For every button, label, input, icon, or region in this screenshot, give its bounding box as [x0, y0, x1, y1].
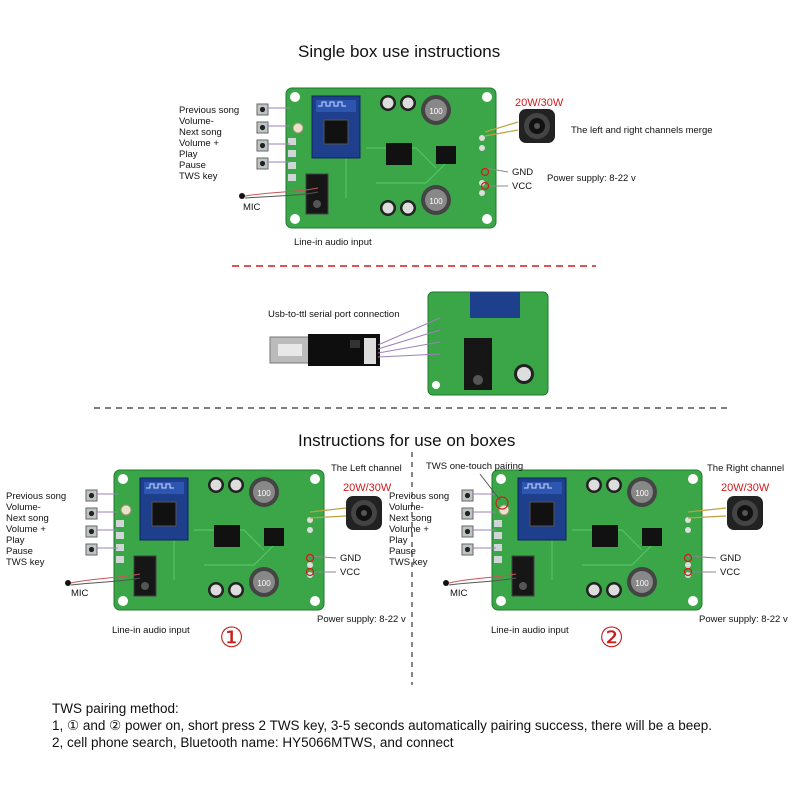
single-line-in-label: Line-in audio input	[294, 237, 372, 248]
key-label-play: Play	[6, 535, 25, 546]
key-label-pause: Pause	[389, 546, 416, 557]
right-pairing-label: TWS one-touch pairing	[426, 461, 524, 472]
right-speaker-graphic	[727, 496, 763, 530]
right-channel-label: The Right channel	[707, 463, 785, 474]
pairing-instructions: TWS pairing method: 1, ① and ② power on,…	[52, 700, 712, 751]
key-label-previous-song: Previous song	[179, 105, 240, 116]
right-line-in-label: Line-in audio input	[491, 625, 569, 636]
single-vcc-label: VCC	[512, 181, 533, 192]
left-channel-label: The Left channel	[331, 463, 402, 474]
key-label-volume-up: Volume +	[6, 524, 46, 535]
key-label-volume-down: Volume-	[389, 502, 424, 513]
left-speaker-graphic	[346, 496, 382, 530]
single-gnd-label: GND	[512, 167, 534, 178]
single-speaker-graphic	[519, 109, 555, 143]
right-vcc-label: VCC	[720, 567, 741, 578]
pairing-step-1: 1, ① and ② power on, short press 2 TWS k…	[52, 718, 713, 733]
single-board-graphic	[285, 87, 497, 229]
pairing-heading: TWS pairing method:	[52, 701, 179, 716]
left-keys-graphic	[85, 489, 98, 556]
left-board-graphic	[113, 469, 325, 611]
key-label-tws: TWS key	[6, 557, 45, 568]
key-label-play: Play	[389, 535, 408, 546]
right-board-graphic	[491, 469, 703, 611]
pairing-step-2: 2, cell phone search, Bluetooth name: HY…	[52, 735, 454, 750]
key-label-volume-down: Volume-	[179, 116, 214, 127]
key-label-previous-song: Previous song	[6, 491, 67, 502]
single-wattage-label: 20W/30W	[515, 97, 564, 109]
right-keys-graphic	[461, 489, 474, 556]
right-box-number: ②	[599, 622, 625, 653]
key-label-tws: TWS key	[179, 171, 218, 182]
left-line-in-label: Line-in audio input	[112, 625, 190, 636]
single-mic-label: MIC	[243, 202, 261, 213]
right-mic-label: MIC	[450, 588, 468, 599]
left-vcc-label: VCC	[340, 567, 361, 578]
single-power-label: Power supply: 8-22 v	[547, 173, 636, 184]
usb-ttl-adapter-graphic	[269, 334, 380, 366]
boxes-title: Instructions for use on boxes	[298, 431, 516, 450]
single-keys-graphic	[256, 103, 269, 170]
key-label-volume-up: Volume +	[179, 138, 219, 149]
key-label-previous-song: Previous song	[389, 491, 450, 502]
serial-board-closeup-graphic	[427, 291, 549, 396]
key-label-tws: TWS key	[389, 557, 428, 568]
key-label-volume-up: Volume +	[389, 524, 429, 535]
key-label-next-song: Next song	[179, 127, 222, 138]
single-key-list: Previous song Volume- Next song Volume +…	[179, 105, 239, 182]
key-label-next-song: Next song	[6, 513, 49, 524]
right-key-list: Previous song Volume- Next song Volume +…	[389, 491, 449, 568]
right-wattage-label: 20W/30W	[721, 482, 770, 494]
left-wattage-label: 20W/30W	[343, 482, 392, 494]
right-power-label: Power supply: 8-22 v	[699, 614, 788, 625]
left-key-list: Previous song Volume- Next song Volume +…	[6, 491, 66, 568]
serial-label: Usb-to-ttl serial port connection	[268, 309, 400, 320]
single-box-title: Single box use instructions	[298, 42, 501, 61]
key-label-volume-down: Volume-	[6, 502, 41, 513]
left-mic-label: MIC	[71, 588, 89, 599]
right-gnd-label: GND	[720, 553, 742, 564]
left-gnd-label: GND	[340, 553, 362, 564]
single-speaker-note: The left and right channels merge	[571, 125, 713, 136]
key-label-next-song: Next song	[389, 513, 432, 524]
left-power-label: Power supply: 8-22 v	[317, 614, 406, 625]
key-label-play: Play	[179, 149, 198, 160]
key-label-pause: Pause	[179, 160, 206, 171]
key-label-pause: Pause	[6, 546, 33, 557]
left-box-number: ①	[219, 622, 245, 653]
